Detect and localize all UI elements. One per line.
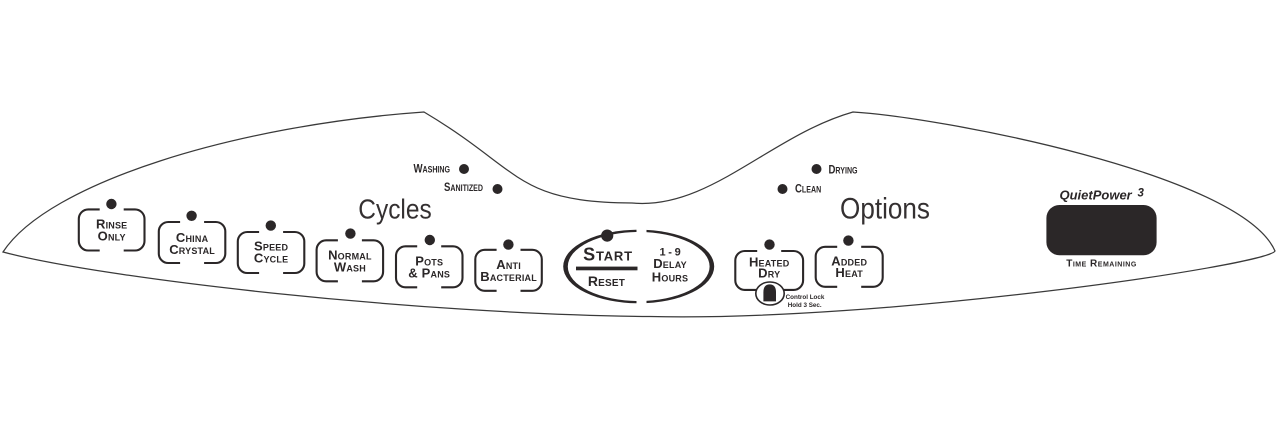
svg-text:Sanitized: Sanitized — [444, 181, 483, 194]
svg-text:Crystal: Crystal — [169, 242, 215, 257]
svg-text:Delay: Delay — [653, 256, 687, 271]
svg-text:Rinse: Rinse — [96, 216, 127, 231]
svg-text:Heat: Heat — [835, 265, 863, 280]
svg-text:Hold 3 Sec.: Hold 3 Sec. — [788, 302, 822, 309]
svg-text:Only: Only — [98, 228, 126, 243]
svg-text:Clean: Clean — [795, 182, 821, 195]
svg-text:Cycle: Cycle — [254, 250, 288, 265]
svg-text:Normal: Normal — [328, 248, 372, 263]
svg-text:Washing: Washing — [413, 163, 450, 176]
svg-text:Start: Start — [583, 245, 633, 265]
svg-text:Dry: Dry — [758, 266, 780, 281]
svg-text:& Pans: & Pans — [408, 265, 450, 280]
svg-text:Hours: Hours — [652, 269, 688, 284]
svg-text:China: China — [176, 230, 209, 245]
svg-text:Drying: Drying — [829, 163, 858, 176]
svg-text:Bacterial: Bacterial — [480, 269, 537, 284]
svg-text:Pots: Pots — [415, 254, 443, 269]
svg-text:Options: Options — [840, 192, 930, 225]
svg-text:Wash: Wash — [334, 259, 366, 274]
svg-text:Speed: Speed — [254, 239, 288, 254]
svg-text:Reset: Reset — [588, 273, 625, 289]
svg-text:3: 3 — [1138, 188, 1145, 200]
svg-text:Cycles: Cycles — [358, 193, 431, 225]
svg-text:1 - 9: 1 - 9 — [659, 247, 680, 259]
svg-text:Heated: Heated — [749, 255, 790, 270]
svg-text:QuietPower: QuietPower — [1060, 188, 1133, 203]
svg-text:Control Lock: Control Lock — [786, 294, 825, 301]
svg-text:Time Remaining: Time Remaining — [1066, 258, 1137, 269]
svg-text:Anti: Anti — [496, 257, 521, 272]
svg-text:Added: Added — [831, 253, 867, 268]
